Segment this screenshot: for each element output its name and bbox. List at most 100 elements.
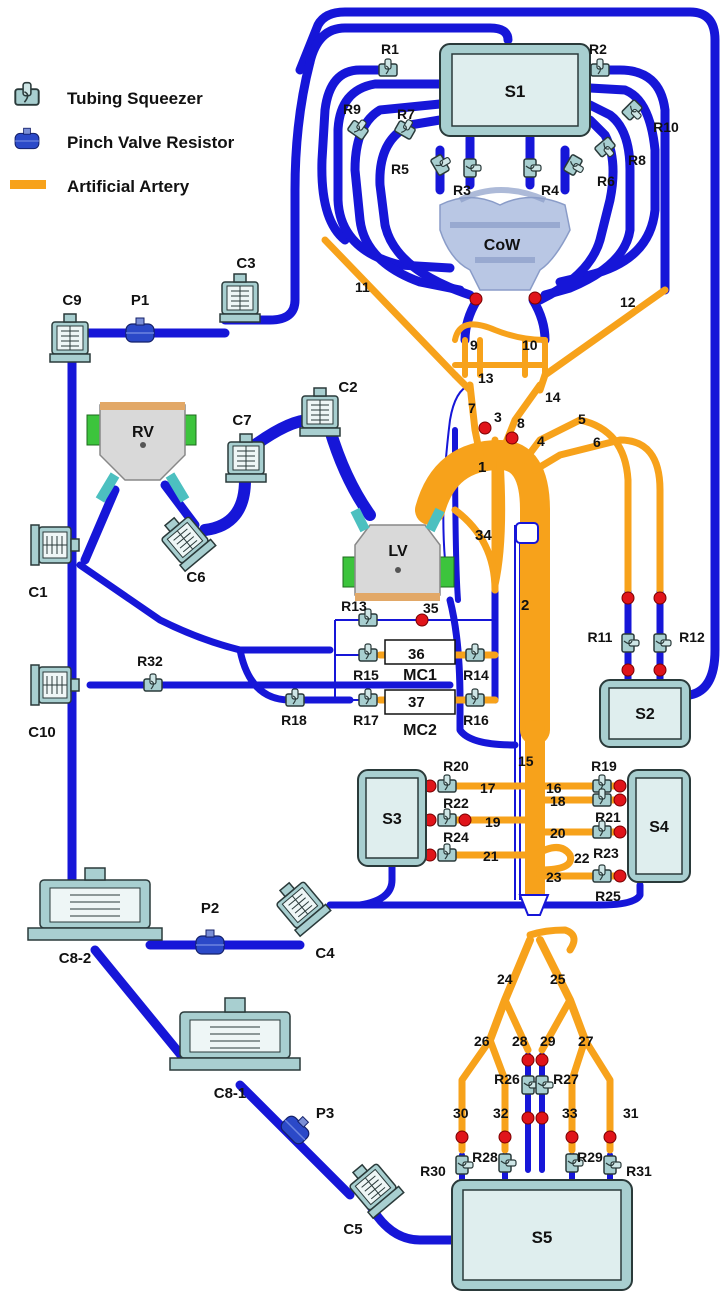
artery-24-label: 24 [497,971,513,987]
artery-32-label: 32 [493,1105,509,1121]
r30-label: R30 [420,1163,446,1179]
legend-pinch-label: Pinch Valve Resistor [67,133,235,152]
sensor-icon [603,1130,617,1144]
artery-10-label: 10 [522,337,538,353]
r9-label: R9 [343,101,361,117]
c5-label: C5 [343,1221,362,1238]
r5-label: R5 [391,161,409,177]
compliance-c4 [268,873,332,937]
artery-20-label: 20 [550,825,566,841]
artery-9-label: 9 [470,337,478,353]
artery-25-label: 25 [550,971,566,987]
compliance-c8-1 [169,997,301,1071]
sensor-icon [521,1053,535,1067]
mc2-label: MC2 [403,722,437,739]
r10-label: R10 [653,119,679,135]
r1-label: R1 [381,41,399,57]
sensor-icon [498,1130,512,1144]
aortic-valve [515,522,539,544]
lv-label: LV [388,543,408,560]
r25-label: R25 [595,888,621,904]
squeezer-icon [285,688,305,707]
legend-artery-label: Artificial Artery [67,177,190,196]
squeezer-icon [465,643,485,662]
r27-label: R27 [553,1071,579,1087]
cow-label: CoW [484,237,521,254]
r29-label: R29 [577,1149,603,1165]
c8-1-label: C8-1 [214,1085,247,1102]
reservoir-s2: S2 [599,679,691,748]
r31-label: R31 [626,1163,652,1179]
r23-label: R23 [593,845,619,861]
artery-34-label: 34 [475,527,492,544]
artery-11-label: 11 [355,279,370,295]
r14-label: R14 [463,667,489,683]
artificial-artery-swatch [10,180,46,189]
sensor-icon [613,793,627,807]
sensor-icon [535,1053,549,1067]
sensor-icon [478,421,492,435]
s3-label: S3 [382,811,402,828]
r22-label: R22 [443,795,469,811]
artery-35-label: 35 [423,600,439,616]
c4-label: C4 [315,945,335,962]
squeezer-icon [523,158,542,178]
squeezer-icon [429,150,455,177]
artery-7-label: 7 [468,400,476,416]
r12-label: R12 [679,629,705,645]
artery-14-label: 14 [545,389,561,405]
artery-5-label: 5 [578,411,586,427]
artery-8-label: 8 [517,415,525,431]
artery-36-label: 36 [408,646,425,663]
r28-label: R28 [472,1149,498,1165]
s2-label: S2 [635,706,655,723]
squeezer-icon [143,673,163,692]
pinch-valve-resistor-icon [14,127,40,150]
artery-15-label: 15 [518,753,534,769]
legend: Tubing Squeezer Pinch Valve Resistor Art… [10,81,235,196]
artery-17-label: 17 [480,780,496,796]
compliance-c9 [49,313,91,363]
sensor-icon [621,663,635,677]
mc1-box: MC1 [384,639,456,684]
mc1-label: MC1 [403,667,437,684]
c8-2-label: C8-2 [59,950,92,967]
sensor-icon [455,1130,469,1144]
r13-label: R13 [341,598,367,614]
artery-12-label: 12 [620,294,636,310]
compliance-c8-2 [27,867,163,941]
squeezer-icon [592,864,612,883]
r16-label: R16 [463,712,489,728]
squeezer-icon [463,158,482,178]
reservoir-s1: S1 [439,43,591,137]
sensor-icon [521,1111,535,1125]
c1-label: C1 [28,584,47,601]
s5-label: S5 [532,1228,553,1247]
artery-6-label: 6 [593,434,601,450]
r24-label: R24 [443,829,469,845]
compliance-c3 [219,273,261,323]
reservoir-s4: S4 [627,769,691,883]
r26-label: R26 [494,1071,520,1087]
squeezer-icon [437,774,457,793]
c10-label: C10 [28,724,56,741]
pinch-valve-p1 [125,317,155,343]
r20-label: R20 [443,758,469,774]
squeezer-icon [653,633,672,653]
artery-4-label: 4 [537,433,545,449]
r32-label: R32 [137,653,163,669]
sensor-icon [458,813,472,827]
mc2-box: MC2 [384,689,456,739]
artery-31-label: 31 [623,1105,639,1121]
squeezer-icon [465,688,485,707]
squeezer-icon [455,1155,474,1175]
s1-label: S1 [505,82,526,101]
sensor-icon [613,869,627,883]
p1-label: P1 [131,292,149,309]
compliance-c5 [341,1155,405,1219]
squeezer-icon [535,1075,554,1095]
r4-label: R4 [541,182,559,198]
artery-27-label: 27 [578,1033,594,1049]
c3-label: C3 [236,255,255,272]
